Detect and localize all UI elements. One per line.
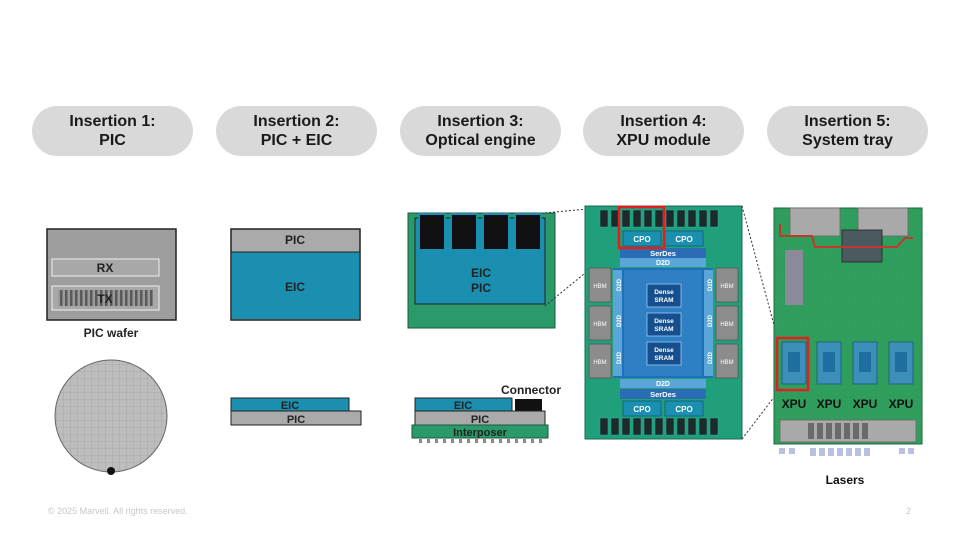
pic-eic-top-view: PIC EIC <box>230 228 361 321</box>
rx-block <box>51 258 160 277</box>
serdes-label-bottom: SerDes <box>650 390 676 399</box>
xpu-socket-1 <box>781 341 807 385</box>
pic-eic-top-pic-label: PIC <box>285 233 305 247</box>
insertion-4-subtitle: XPU module <box>616 132 711 149</box>
system-tray-diagram: XPU XPU XPU XPU <box>773 207 923 456</box>
hbm-left-3-label: HBM <box>593 360 606 366</box>
hbm-left-2-label: HBM <box>593 322 606 328</box>
sram-block-2 <box>646 312 682 337</box>
sram-3-line2: SRAM <box>654 355 673 362</box>
side-eic-label: EIC <box>454 400 472 412</box>
optical-engine-eic-label: EIC <box>471 266 491 280</box>
insertion-3-pill: Insertion 3: Optical engine <box>400 106 561 156</box>
d2d-left-1: D2D <box>617 278 623 291</box>
zoom-line-col5-upper <box>741 205 779 341</box>
sram-block-1 <box>646 283 682 308</box>
sram-2-line2: SRAM <box>654 326 673 333</box>
xpu-label-2: XPU <box>817 397 842 411</box>
rx-label: RX <box>97 261 114 275</box>
tx-label: TX <box>97 292 112 306</box>
pic-eic-side-pic-label: PIC <box>287 414 305 426</box>
zoom-line-col5-lower <box>741 391 779 440</box>
insertion-5-title: Insertion 5: <box>804 113 891 130</box>
page-number: 2 <box>906 506 912 516</box>
cpo-label-top-right: CPO <box>675 235 692 244</box>
hbm-left-2 <box>588 305 612 341</box>
optical-engine-top-view: EIC PIC <box>407 212 556 329</box>
cpo-highlight-box <box>617 205 666 250</box>
pic-eic-top-eic-label: EIC <box>285 280 305 294</box>
cpo-block-bottom-left <box>622 400 662 417</box>
xpu-socket-3 <box>852 341 878 385</box>
sram-2-line1: Dense <box>654 318 674 325</box>
heatsink-left <box>789 207 841 237</box>
insertion-4-pill: Insertion 4: XPU module <box>583 106 744 156</box>
pic-eic-side-view: EIC PIC <box>230 397 362 426</box>
insertion-5-subtitle: System tray <box>802 132 893 149</box>
insertion-1-subtitle: PIC <box>99 132 126 149</box>
xpu-socket-4 <box>888 341 914 385</box>
insertion-2-title: Insertion 2: <box>253 113 340 130</box>
hbm-right-1 <box>715 267 739 303</box>
d2d-left-2: D2D <box>617 314 623 327</box>
serdes-label-top: SerDes <box>650 249 676 258</box>
insertion-2-subtitle: PIC + EIC <box>260 132 333 149</box>
connector-label: Connector <box>501 383 561 397</box>
pic-wafer-label: PIC wafer <box>84 326 139 340</box>
hbm-left-1 <box>588 267 612 303</box>
xpu-label-4: XPU <box>889 397 914 411</box>
insertion-1-pill: Insertion 1: PIC <box>32 106 193 156</box>
hbm-left-3 <box>588 343 612 379</box>
insertion-5-pill: Insertion 5: System tray <box>767 106 928 156</box>
xpu-bottom-connector-row <box>599 417 719 436</box>
d2d-right-1: D2D <box>708 278 714 291</box>
optical-engine-pic-label: PIC <box>471 281 491 295</box>
red-cable <box>779 224 913 248</box>
xpu-socket-2 <box>816 341 842 385</box>
sram-3-line1: Dense <box>654 347 674 354</box>
hbm-right-3 <box>715 343 739 379</box>
laser-connectors <box>779 448 914 456</box>
interposer-label: Interposer <box>453 427 508 439</box>
xpu-highlight-box <box>775 336 810 392</box>
xpu-top-connector-row <box>599 209 719 228</box>
d2d-label-bottom: D2D <box>656 381 670 388</box>
sram-1-line1: Dense <box>654 289 674 296</box>
insertion-2-pill: Insertion 2: PIC + EIC <box>216 106 377 156</box>
pic-wafer-image <box>54 359 168 475</box>
optical-engine-side-view: EIC PIC Interposer <box>411 397 549 443</box>
copyright-footer: © 2025 Marvell. All rights reserved. <box>48 506 188 516</box>
xpu-label-3: XPU <box>853 397 878 411</box>
d2d-left-3: D2D <box>617 351 623 364</box>
hbm-right-2 <box>715 305 739 341</box>
cpo-block-bottom-right <box>664 400 704 417</box>
hbm-right-3-label: HBM <box>720 360 733 366</box>
cpo-block-top-left <box>622 230 662 247</box>
hbm-left-1-label: HBM <box>593 284 606 290</box>
hbm-right-2-label: HBM <box>720 322 733 328</box>
laser-modules <box>808 423 868 439</box>
cpo-label-bottom-right: CPO <box>675 405 692 414</box>
insertion-1-title: Insertion 1: <box>69 113 156 130</box>
cpo-label-bottom-left: CPO <box>633 405 650 414</box>
hbm-right-1-label: HBM <box>720 284 733 290</box>
xpu-label-1: XPU <box>782 397 807 411</box>
pic-eic-side-eic-label: EIC <box>281 400 299 412</box>
insertion-3-title: Insertion 3: <box>437 113 524 130</box>
pic-die-diagram: RX TX <box>46 228 177 321</box>
sram-1-line2: SRAM <box>654 297 673 304</box>
xpu-module-diagram: CPO CPO SerDes D2D D2D D2D D2D D2D D2D D… <box>584 205 743 440</box>
interposer-pins <box>419 439 542 443</box>
insertion-3-subtitle: Optical engine <box>425 132 536 149</box>
cpo-label-top-left: CPO <box>633 235 650 244</box>
d2d-label-top: D2D <box>656 260 670 267</box>
d2d-right-2: D2D <box>708 314 714 327</box>
optical-connectors <box>418 213 542 251</box>
insertion-4-title: Insertion 4: <box>620 113 707 130</box>
side-pic-label: PIC <box>471 414 489 426</box>
lasers-label: Lasers <box>826 473 865 487</box>
d2d-right-3: D2D <box>708 351 714 364</box>
sram-block-3 <box>646 341 682 366</box>
